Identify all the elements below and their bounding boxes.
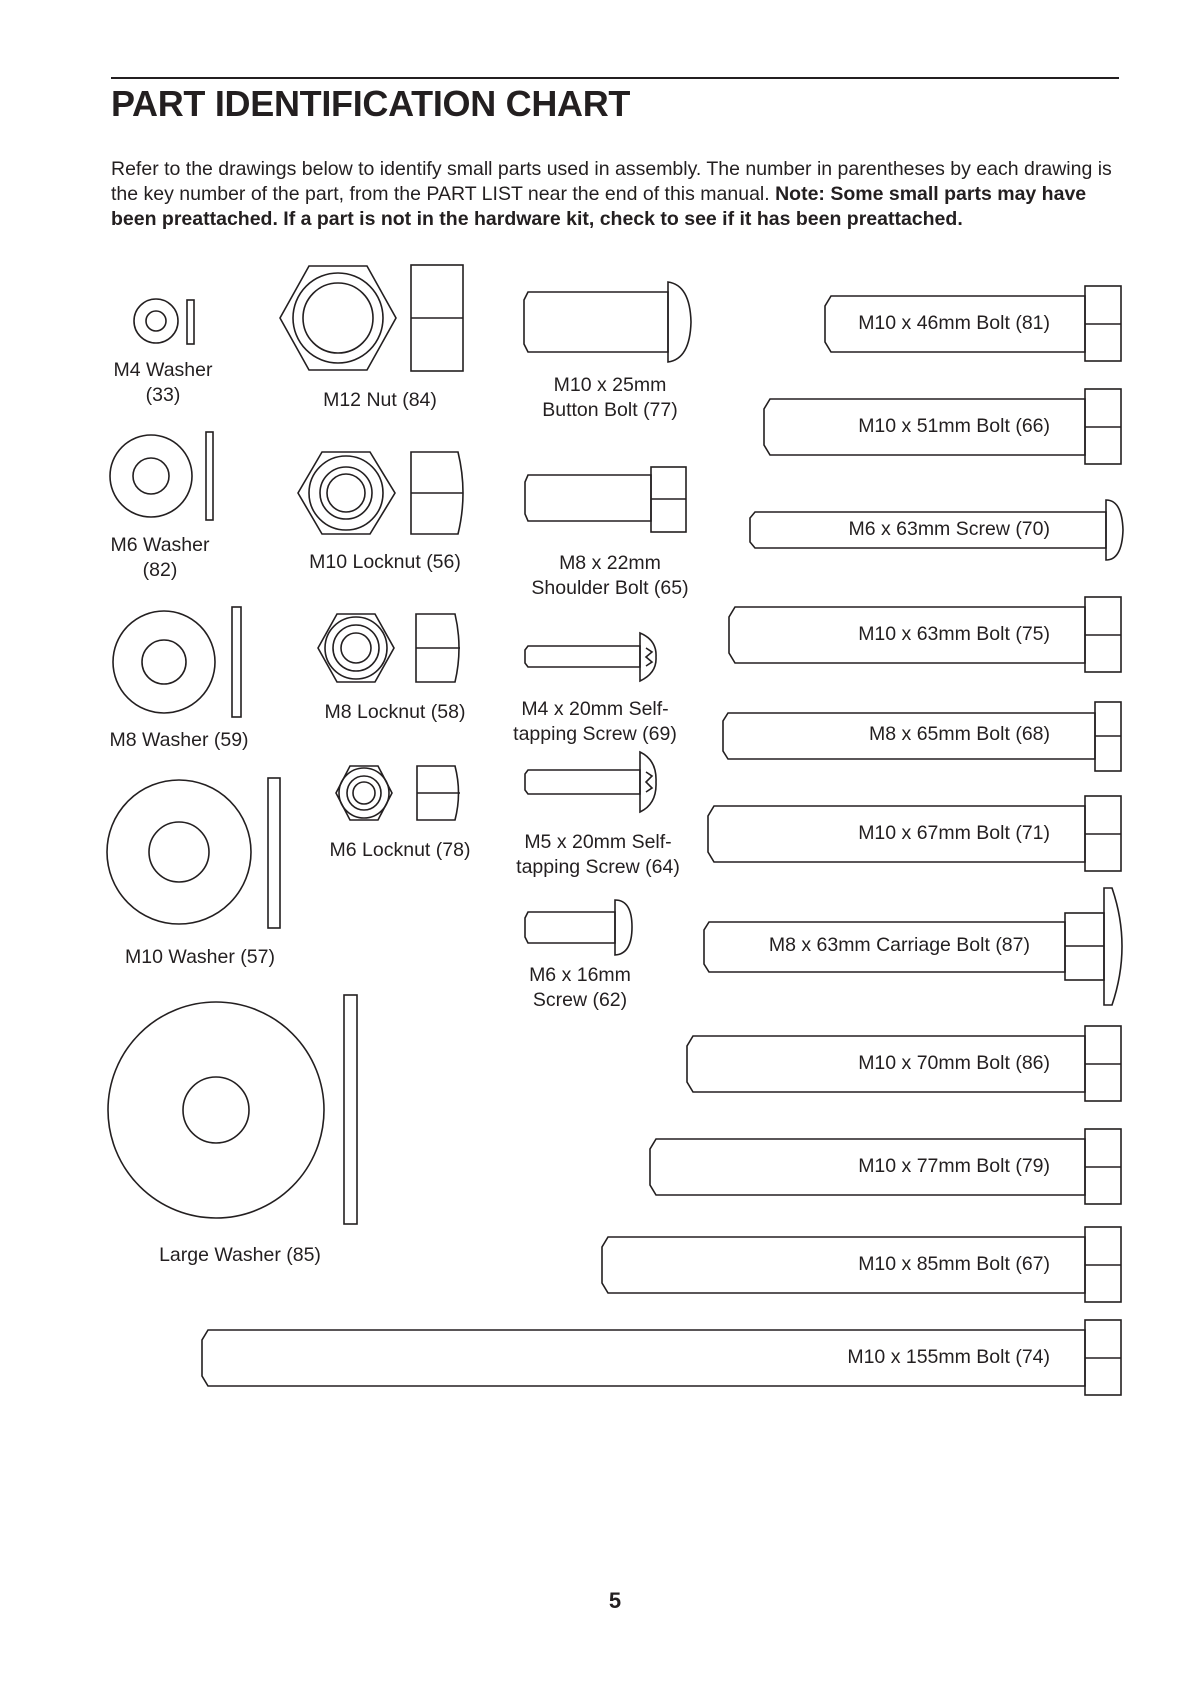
m10x63-bolt-drawing — [728, 596, 1122, 673]
label-m4-washer: M4 Washer (33) — [113, 359, 213, 406]
label-m10x46-bolt: M10 x 46mm Bolt (81) — [858, 312, 1050, 334]
m10-locknut-drawing — [297, 451, 464, 535]
page-title: PART IDENTIFICATION CHART — [111, 83, 631, 124]
m6-locknut-drawing — [335, 765, 460, 821]
m10x70-bolt-drawing — [686, 1025, 1122, 1102]
m6-washer-drawing — [109, 431, 214, 521]
m10x155-bolt-drawing — [201, 1319, 1122, 1396]
label-m8x65-bolt: M8 x 65mm Bolt (68) — [869, 723, 1050, 745]
label-m10x51-bolt: M10 x 51mm Bolt (66) — [858, 415, 1050, 437]
m10x25-button-bolt-drawing — [523, 281, 692, 363]
label-m10x25-button-bolt: M10 x 25mm Button Bolt (77) — [542, 374, 678, 421]
m10x67-bolt-drawing — [707, 795, 1122, 872]
m8-washer-drawing — [112, 606, 242, 718]
intro-paragraph: Refer to the drawings below to identify … — [111, 157, 1121, 232]
label-m8-washer: M8 Washer (59) — [109, 729, 249, 751]
m8x65-bolt-drawing — [722, 701, 1122, 772]
page-number: 5 — [608, 1588, 622, 1613]
m6x63-screw-drawing — [749, 499, 1124, 561]
label-m10x155-bolt: M10 x 155mm Bolt (74) — [847, 1346, 1050, 1368]
label-m6-washer: M6 Washer (82) — [110, 534, 210, 581]
label-m6-locknut: M6 Locknut (78) — [329, 839, 471, 861]
label-large-washer: Large Washer (85) — [159, 1244, 321, 1266]
label-m4x20-screw: M4 x 20mm Self- tapping Screw (69) — [513, 698, 677, 745]
top-rule — [111, 77, 1119, 79]
m6x16-screw-drawing — [524, 899, 633, 956]
m4-washer-drawing — [133, 298, 195, 345]
m10-washer-drawing — [106, 777, 281, 929]
intro-text: Refer to the drawings below to identify … — [111, 158, 1112, 205]
m10x46-bolt-drawing — [824, 285, 1122, 362]
label-m8x22-shoulder-bolt: M8 x 22mm Shoulder Bolt (65) — [531, 552, 689, 599]
label-m10-locknut: M10 Locknut (56) — [309, 551, 461, 573]
label-m10x85-bolt: M10 x 85mm Bolt (67) — [858, 1253, 1050, 1275]
label-m10x67-bolt: M10 x 67mm Bolt (71) — [858, 822, 1050, 844]
intro-note: Note: Some small parts may have been pre… — [111, 183, 1087, 230]
m8-locknut-drawing — [317, 613, 460, 683]
m4x20-screw-drawing — [524, 631, 657, 683]
m5x20-screw-drawing — [524, 750, 657, 814]
label-m8-locknut: M8 Locknut (58) — [324, 701, 466, 723]
label-m10x70-bolt: M10 x 70mm Bolt (86) — [858, 1052, 1050, 1074]
m8x22-shoulder-bolt-drawing — [524, 466, 687, 533]
m10x51-bolt-drawing — [763, 388, 1122, 465]
m10x85-bolt-drawing — [601, 1226, 1122, 1303]
label-m6x63-screw: M6 x 63mm Screw (70) — [848, 518, 1050, 540]
label-m10x63-bolt: M10 x 63mm Bolt (75) — [858, 623, 1050, 645]
m8x63-carriage-bolt-drawing — [703, 887, 1123, 1006]
label-m8x63-carriage-bolt: M8 x 63mm Carriage Bolt (87) — [768, 934, 1030, 956]
label-m10x77-bolt: M10 x 77mm Bolt (79) — [858, 1155, 1050, 1177]
m10x77-bolt-drawing — [649, 1128, 1122, 1205]
m12-nut-drawing — [279, 264, 464, 372]
label-m6x16-screw: M6 x 16mm Screw (62) — [529, 964, 631, 1011]
large-washer-drawing — [107, 994, 358, 1225]
label-m10-washer: M10 Washer (57) — [125, 946, 275, 968]
label-m12-nut: M12 Nut (84) — [323, 389, 437, 411]
label-m5x20-screw: M5 x 20mm Self- tapping Screw (64) — [516, 831, 680, 878]
